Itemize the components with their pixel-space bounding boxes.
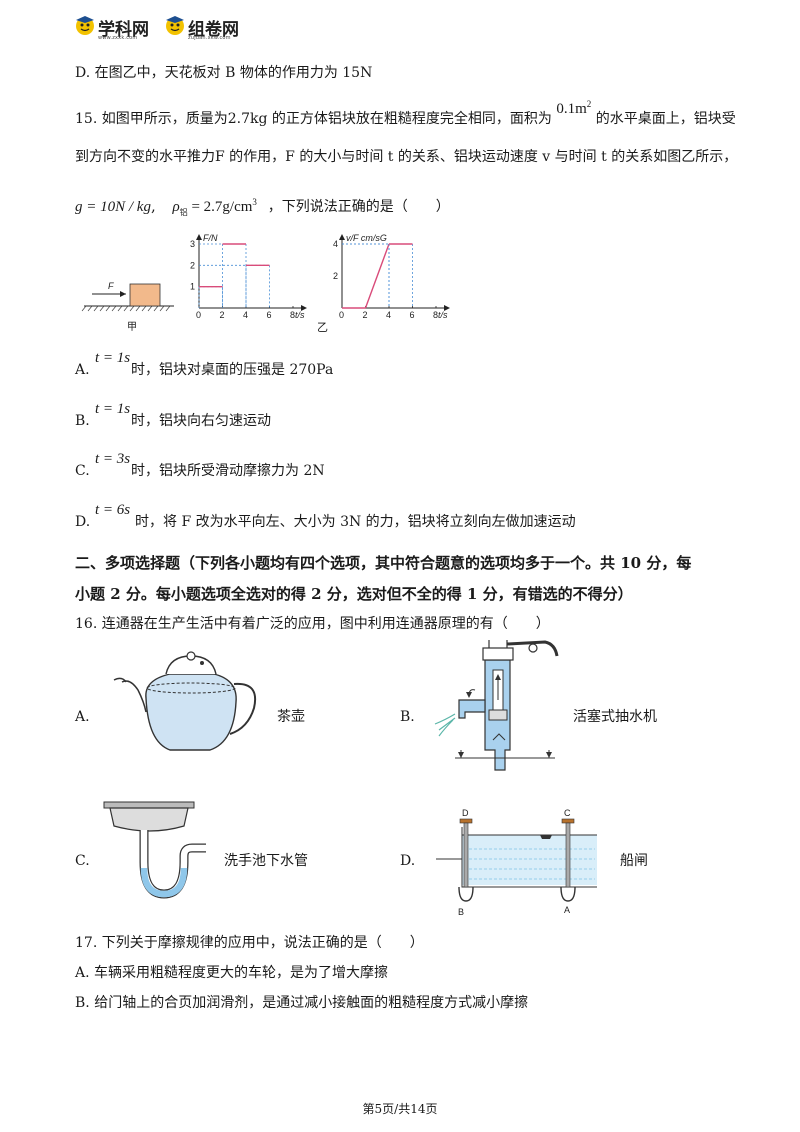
- x-tick-label: 0: [339, 310, 344, 320]
- q17-option-b: B. 给门轴上的合页加润滑剂，是通过减小接触面的粗糙程度方式减小摩擦: [75, 995, 529, 1011]
- teapot-icon: [113, 651, 256, 751]
- x-tick-label: 4: [386, 310, 391, 320]
- x-axis-label: t/s: [438, 310, 448, 320]
- q16-stem: 16. 连通器在生产生活中有着广泛的应用，图中利用连通器原理的有（ ）: [75, 616, 550, 632]
- aluminum-block: [129, 283, 161, 307]
- q15-line1: 15. 如图甲所示，质量为2.7kg 的正方体铝块放在粗糙程度完全相同，面积为 …: [75, 99, 736, 129]
- q15-option-d: D. t = 6s 时，将 F 改为水平向左、大小为 3N 的力，铝块将立刻向左…: [75, 502, 576, 530]
- logo1-sub: www.zxxk.com: [98, 35, 138, 41]
- q16-option-b-caption: 活塞式抽水机: [573, 709, 657, 725]
- q15-figure-jia: F 甲: [81, 281, 174, 333]
- x-axis-arrow-icon: [301, 305, 307, 311]
- q15-area: 0.1m2: [556, 99, 592, 117]
- arrow-head-icon: [120, 291, 126, 297]
- x-tick-label: 2: [363, 310, 368, 320]
- x-tick-label: 2: [220, 310, 225, 320]
- g-formula: g = 10N / kg: [75, 199, 151, 215]
- page-number: 第5页/共14页: [362, 1102, 438, 1116]
- q17-option-a: A. 车辆采用粗糙程度更大的车轮，是为了增大摩擦: [75, 965, 389, 981]
- y-tick-label: 2: [190, 260, 195, 270]
- q15-line1-a: 15. 如图甲所示，质量为2.7kg 的正方体铝块放在粗糙程度完全相同，面积为: [75, 111, 552, 127]
- q16-option-a-caption: 茶壶: [277, 709, 305, 725]
- lock-label-b: B: [458, 907, 464, 917]
- x-tick-label: 0: [196, 310, 201, 320]
- q15-line3: g = 10N / kg, ρ铝 = 2.7g/cm3 ，下列说法正确的是（ ）: [75, 197, 450, 217]
- header-logos: 学科网 www.zxxk.com 组卷网 zujuan.xkw.com: [74, 14, 274, 44]
- q17-stem: 17. 下列关于摩擦规律的应用中，说法正确的是（ ）: [75, 935, 424, 951]
- piston-pump-icon: [434, 640, 559, 771]
- y-tick-label: 3: [190, 239, 195, 249]
- xuekewang-logo-icon: [76, 16, 94, 35]
- y-axis-arrow-icon: [339, 234, 345, 240]
- q16-option-c-caption: 洗手池下水管: [224, 853, 308, 869]
- zujuanwang-logo-icon: [166, 16, 184, 35]
- y-axis-arrow-icon: [196, 234, 202, 240]
- section2-heading-line1: 二、多项选择题（下列各小题均有四个选项，其中符合题意的选项均多于一个。共 10 …: [75, 554, 692, 572]
- q15-line3-b: ，下列说法正确的是（ ）: [267, 199, 450, 215]
- q16-option-c-letter: C.: [75, 853, 90, 869]
- q16-option-a-letter: A.: [75, 709, 90, 725]
- x-axis-arrow-icon: [444, 305, 450, 311]
- q14-option-d: D. 在图乙中，天花板对 B 物体的作用力为 15N: [75, 65, 373, 81]
- yi-caption: 乙: [317, 321, 328, 334]
- q16-option-b-letter: B.: [400, 709, 415, 725]
- chart-velocity-time: 0 2 4 6 8 2 4 v/F cm/sG t/s: [333, 233, 450, 320]
- logo2-name: 组卷网: [188, 20, 239, 40]
- ship-lock-icon: D C B A: [436, 808, 597, 917]
- series-segment-1: [364, 243, 390, 309]
- x-tick-label: 6: [267, 310, 272, 320]
- section2-heading-line2: 小题 2 分。每小题选项全选对的得 2 分，选对但不全的得 1 分，有错选的不得…: [75, 585, 633, 603]
- logo2-sub: zujuan.xkw.com: [188, 35, 231, 41]
- lock-label-a: A: [564, 905, 570, 915]
- lock-label-c: C: [564, 808, 571, 818]
- y-tick-label: 1: [190, 282, 195, 292]
- y-axis-label: F/N: [203, 233, 218, 243]
- y-axis-label: v/F cm/sG: [346, 233, 387, 243]
- logo1-name: 学科网: [98, 20, 149, 40]
- jia-caption: 甲: [127, 322, 137, 333]
- chart-force-time: 0 2 4 6 8 1 2 3 F/N t/s: [190, 233, 307, 320]
- ground-hatch: [81, 305, 171, 312]
- sink-drain-icon: [103, 801, 206, 899]
- force-label: F: [108, 281, 114, 291]
- x-tick-label: 8: [290, 310, 295, 320]
- lock-label-d: D: [462, 808, 469, 818]
- y-tick-label: 2: [333, 271, 338, 281]
- q15-option-a: A. t = 1s 时，铝块对桌面的压强是 270Pa: [75, 350, 334, 378]
- x-axis-label: t/s: [295, 310, 305, 320]
- q16-option-d-letter: D.: [400, 853, 416, 869]
- rho-formula: ρ铝 = 2.7g/cm3: [172, 197, 257, 217]
- q15-line2: 到方向不变的水平推力F 的作用，F 的大小与时间 t 的关系、铝块运动速度 v …: [75, 149, 738, 165]
- q16-option-d-caption: 船闸: [620, 853, 648, 869]
- x-tick-label: 8: [433, 310, 438, 320]
- x-tick-label: 6: [410, 310, 415, 320]
- q15-option-b: B. t = 1s 时，铝块向右匀速运动: [75, 401, 271, 429]
- q15-option-c: C. t = 3s 时，铝块所受滑动摩擦力为 2N: [75, 451, 325, 479]
- x-tick-label: 4: [243, 310, 248, 320]
- q15-line1-b: 的水平桌面上，铝块受: [595, 111, 736, 127]
- y-tick-label: 4: [333, 239, 338, 249]
